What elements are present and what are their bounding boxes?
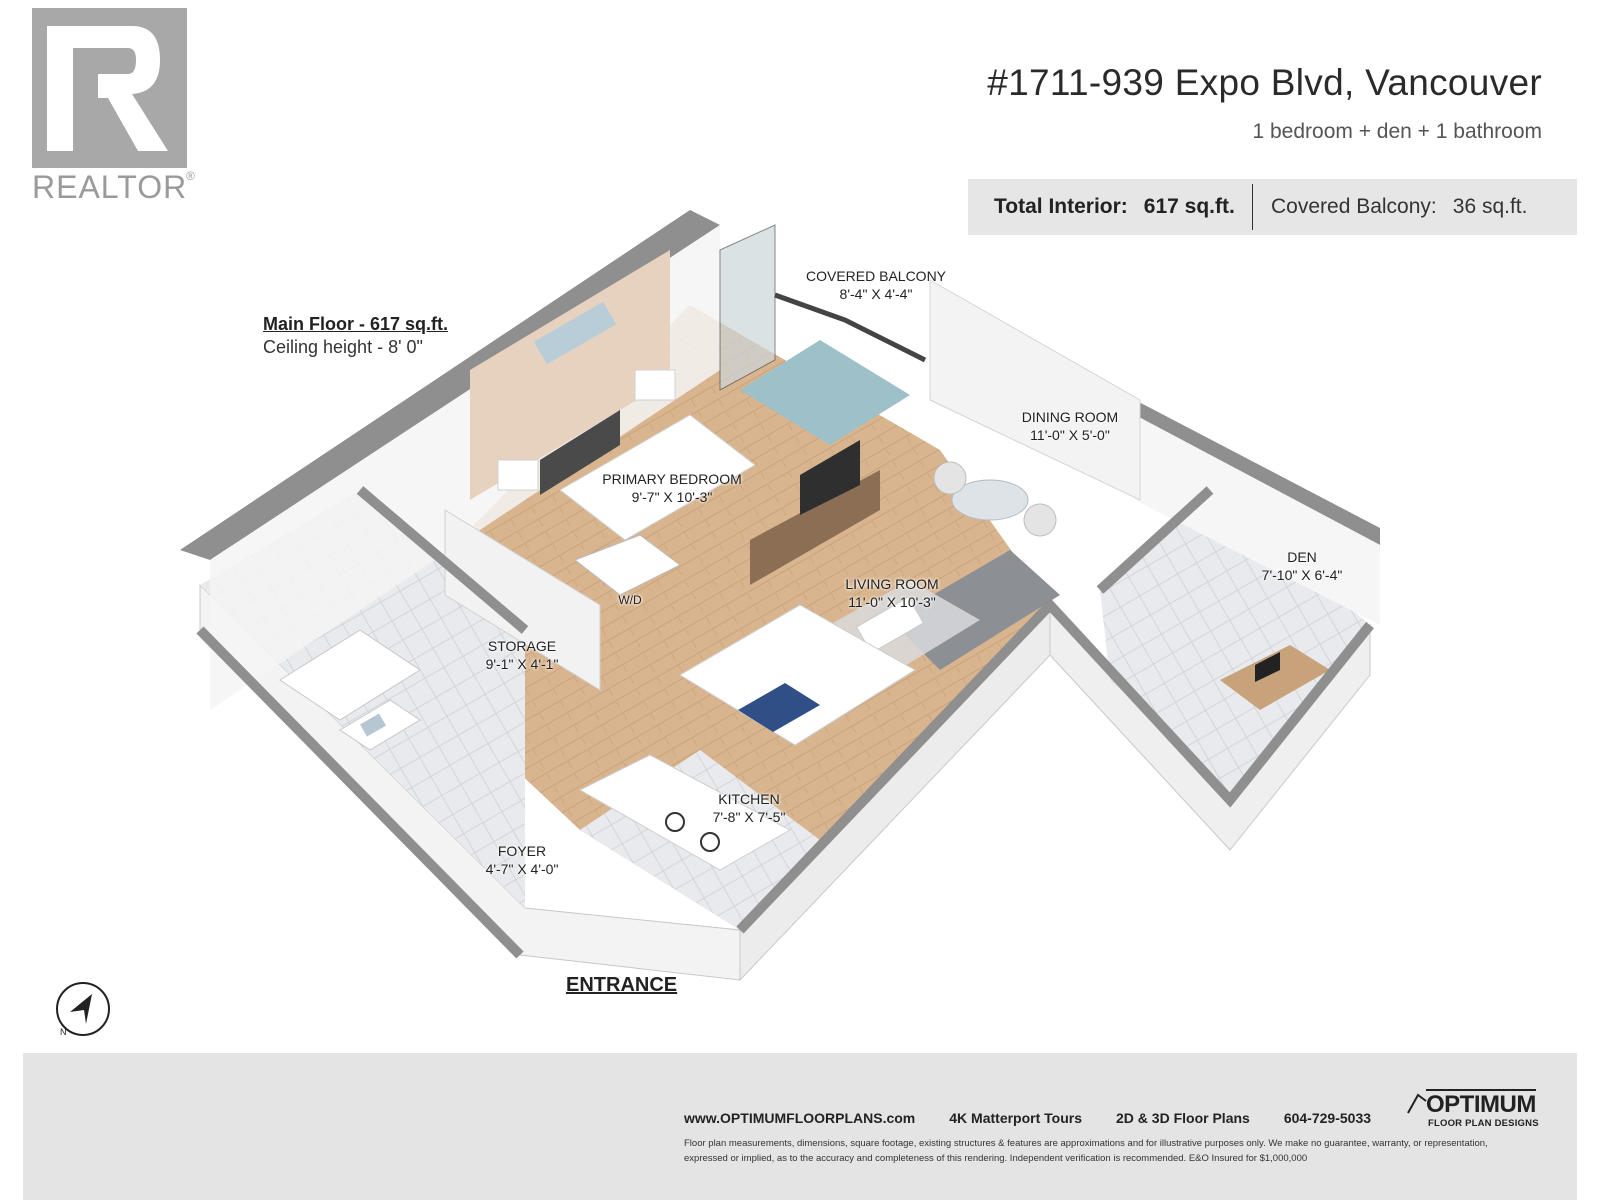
footer-disclaimer: Floor plan measurements, dimensions, squ… xyxy=(684,1138,1488,1164)
total-interior-label: Total Interior: xyxy=(994,195,1128,218)
balcony-rail xyxy=(774,292,927,363)
svg-text:N: N xyxy=(60,1027,67,1037)
entrance-label: ENTRANCE xyxy=(566,974,678,996)
stove-burner-1 xyxy=(665,812,685,832)
covered-balcony-area: Covered Balcony: 36 sq.ft. xyxy=(1253,179,1527,235)
registered-mark: ® xyxy=(186,169,195,183)
wall-art xyxy=(533,301,617,365)
dining-chair-2 xyxy=(1023,503,1057,537)
washer-dryer xyxy=(573,534,681,596)
kitchen-sink xyxy=(738,683,820,732)
interior-wall-front xyxy=(196,626,524,959)
back-wall-left xyxy=(180,210,720,560)
footer-tours: 4K Matterport Tours xyxy=(949,1110,1083,1126)
covered-balcony-value: 36 sq.ft. xyxy=(1452,195,1528,218)
bathtub xyxy=(279,629,421,721)
house-roof-icon xyxy=(1407,1093,1427,1114)
floor-plan-illustration xyxy=(180,210,1380,982)
coffee-table xyxy=(855,596,925,654)
stove-burner-2 xyxy=(700,832,720,852)
total-interior-value: 617 sq.ft. xyxy=(1143,195,1235,218)
dining-window-wall xyxy=(929,279,1141,501)
den-desk xyxy=(1220,645,1330,710)
kitchen-counter xyxy=(578,754,792,871)
tv-screen xyxy=(800,440,860,515)
covered-balcony-label: Covered Balcony: xyxy=(1271,195,1437,218)
nightstand-right xyxy=(634,369,676,401)
realtor-wordmark: REALTOR xyxy=(32,169,187,205)
floor-info: Main Floor - 617 sq.ft. Ceiling height -… xyxy=(263,313,448,359)
optimum-wordmark: OPTIMUM xyxy=(1426,1089,1536,1118)
interior-wall-den xyxy=(1096,486,1214,594)
den-back-wall xyxy=(1135,415,1380,625)
footer-plans: 2D & 3D Floor Plans xyxy=(1116,1110,1250,1126)
property-address: #1711-939 Expo Blvd, Vancouver xyxy=(987,62,1542,103)
back-wall-right xyxy=(1135,400,1380,545)
nightstand-left xyxy=(497,459,539,491)
ceiling-height: Ceiling height - 8' 0" xyxy=(263,337,423,357)
den-monitor xyxy=(1255,652,1280,682)
property-summary: 1 bedroom + den + 1 bathroom xyxy=(1252,120,1542,143)
sink xyxy=(359,713,387,737)
optimum-tagline: FLOOR PLAN DESIGNS xyxy=(1428,1118,1539,1129)
footer-links: www.OPTIMUMFLOORPLANS.com 4K Matterport … xyxy=(684,1110,1405,1126)
den-tile-floor xyxy=(1100,490,1370,800)
footer: www.OPTIMUMFLOORPLANS.com 4K Matterport … xyxy=(23,1053,1577,1200)
realtor-logo: REALTOR ® xyxy=(32,8,202,208)
headboard xyxy=(540,410,620,495)
total-interior: Total Interior: 617 sq.ft. xyxy=(968,179,1252,235)
balcony-glass xyxy=(719,224,776,391)
tv-console xyxy=(750,470,880,585)
balcony-floor xyxy=(740,340,910,445)
compass-icon: N xyxy=(56,982,110,1037)
area-divider xyxy=(1252,184,1253,230)
footer-phone: 604-729-5033 xyxy=(1283,1110,1372,1126)
area-summary-bar: Total Interior: 617 sq.ft. Covered Balco… xyxy=(968,179,1577,235)
interior-wall-right xyxy=(736,597,1374,934)
floor-title: Main Floor - 617 sq.ft. xyxy=(263,314,449,334)
dining-chair-1 xyxy=(933,461,967,495)
dining-table xyxy=(951,479,1029,521)
interior-wall-bath xyxy=(356,486,529,634)
washer-dryer-label: W/D xyxy=(618,593,642,607)
bedroom-accent-wall xyxy=(470,250,670,500)
bed xyxy=(559,414,756,541)
footer-website[interactable]: www.OPTIMUMFLOORPLANS.com xyxy=(684,1110,916,1126)
optimum-logo: OPTIMUM FLOOR PLAN DESIGNS xyxy=(1406,1087,1551,1133)
